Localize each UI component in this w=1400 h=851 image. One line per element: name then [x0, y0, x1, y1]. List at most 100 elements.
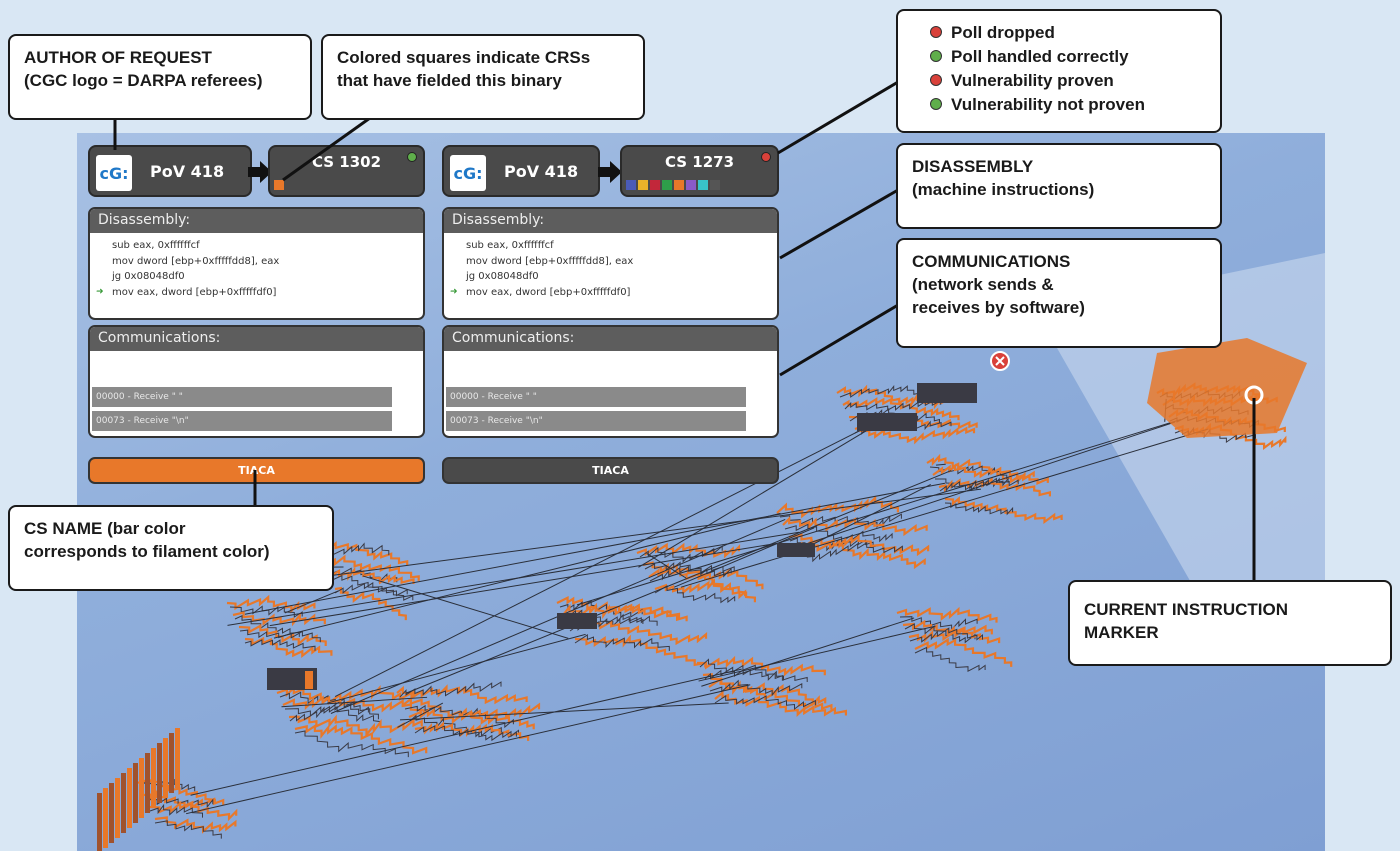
cs-box[interactable]: CS 1273: [620, 145, 779, 197]
cs-label: CS 1302: [311, 153, 382, 171]
disassembly-line[interactable]: jg 0x08048df0: [112, 271, 185, 282]
filament-path: [914, 637, 1013, 667]
disassembly-line[interactable]: sub eax, 0xffffffcf: [112, 240, 200, 251]
filament-path: [149, 803, 203, 818]
edge-line: [227, 531, 800, 626]
filament-stack: [139, 758, 144, 818]
filament-path: [932, 463, 1049, 485]
filament-stack: [175, 728, 180, 788]
edge-line: [576, 419, 1182, 606]
instruction-block: [305, 671, 313, 689]
disassembly-line[interactable]: mov dword [ebp+0xfffffdd8], eax: [466, 255, 634, 267]
crs-squares: [626, 180, 720, 190]
instruction-block: [917, 383, 977, 403]
edge-line: [244, 482, 946, 615]
filament-path: [229, 605, 303, 618]
filament-path: [294, 723, 428, 755]
communications-title: Communications:: [444, 327, 777, 351]
cgc-logo: cG:: [450, 155, 486, 191]
filament-path: [328, 566, 415, 585]
cs-box[interactable]: CS 1302: [268, 145, 425, 197]
crs-square: [674, 180, 684, 190]
filament-path: [844, 399, 942, 411]
legend-label: Vulnerability not proven: [951, 94, 1145, 114]
filament-stack: [133, 763, 138, 823]
disassembly-line[interactable]: sub eax, 0xffffffcf: [466, 240, 554, 251]
filament-path: [902, 619, 993, 637]
disassembly-line[interactable]: ➜mov eax, dword [ebp+0xfffffdf0]: [444, 285, 777, 301]
status-dot: [761, 152, 771, 162]
filament-path: [939, 477, 1009, 492]
communications-callout: COMMUNICATIONS (network sends & receives…: [896, 238, 1222, 348]
edge-line: [327, 633, 586, 704]
callout-line: CS NAME (bar color: [24, 519, 186, 538]
filament-path: [142, 789, 225, 811]
disassembly-callout: DISASSEMBLY (machine instructions): [896, 143, 1222, 229]
callout-line: AUTHOR OF REQUEST: [24, 48, 212, 67]
communications-title: Communications:: [90, 327, 423, 351]
legend-label: Poll handled correctly: [951, 46, 1129, 66]
filament-stack: [169, 733, 174, 793]
status-dot: [407, 152, 417, 162]
comm-row[interactable]: 00073 - Receive "\n": [92, 411, 392, 431]
cs-name-bar[interactable]: TIACA: [442, 457, 779, 484]
filament-path: [574, 633, 670, 651]
communications-section: Communications: 00000 - Receive " " 0007…: [88, 325, 425, 438]
filament-path: [709, 679, 803, 697]
callout-line: Colored squares indicate CRSs: [337, 48, 591, 67]
crs-square: [710, 180, 720, 190]
filament-stack: [115, 778, 120, 838]
edge-line: [334, 420, 879, 698]
arrow-right-icon: [598, 161, 622, 183]
filament-path: [276, 684, 415, 705]
filament-path: [232, 611, 326, 627]
filament-path: [316, 540, 409, 566]
legend-item: Poll dropped: [930, 20, 1206, 44]
communications-section: Communications: 00000 - Receive " " 0007…: [442, 325, 779, 438]
filament-path: [334, 586, 407, 621]
status-dot-icon: [930, 98, 942, 110]
filament-path: [414, 725, 517, 742]
edge-line: [701, 617, 915, 687]
crs-square: [650, 180, 660, 190]
cgc-logo: cG:: [96, 155, 132, 191]
cs-name-bar[interactable]: TIACA: [88, 457, 425, 484]
edge-line: [673, 527, 815, 588]
disassembly-line[interactable]: mov dword [ebp+0xfffffdd8], eax: [112, 255, 280, 267]
filament-path: [697, 655, 826, 677]
filament-stack: [109, 783, 114, 843]
cs-name-callout: CS NAME (bar color corresponds to filame…: [8, 505, 334, 591]
disassembly-section: Disassembly: sub eax, 0xffffffcf mov dwor…: [88, 207, 425, 320]
filament-stack: [127, 768, 132, 828]
filament-path: [896, 606, 998, 623]
callout-line: corresponds to filament color): [24, 542, 270, 561]
arrow-right-icon: [248, 161, 272, 183]
crs-square: [626, 180, 636, 190]
filament-path: [399, 681, 502, 698]
comm-row[interactable]: 00000 - Receive " ": [446, 387, 746, 407]
disassembly-line[interactable]: ➜mov eax, dword [ebp+0xfffffdf0]: [90, 285, 423, 301]
callout-line: DISASSEMBLY: [912, 157, 1034, 176]
pov-box[interactable]: cG: PoV 418: [442, 145, 600, 197]
legend-item: Poll handled correctly: [930, 44, 1206, 68]
filament-path: [408, 702, 541, 725]
disassembly-line[interactable]: jg 0x08048df0: [466, 271, 539, 282]
edge-line: [399, 702, 729, 721]
edge-line: [405, 470, 952, 694]
comm-row[interactable]: 00073 - Receive "\n": [446, 411, 746, 431]
filament-stack: [151, 748, 156, 808]
filament-path: [938, 477, 1051, 497]
disassembly-title: Disassembly:: [90, 209, 423, 233]
filament-path: [944, 496, 1063, 525]
crs-squares: [274, 180, 284, 190]
filament-path: [289, 700, 379, 722]
callout-line: MARKER: [1084, 623, 1159, 642]
legend-label: Poll dropped: [951, 22, 1055, 42]
callout-line: (machine instructions): [912, 180, 1095, 199]
legend-item: Vulnerability not proven: [930, 92, 1206, 116]
filament-path: [854, 425, 976, 445]
comm-row[interactable]: 00000 - Receive " ": [92, 387, 392, 407]
filament-path: [908, 627, 1001, 644]
pov-box[interactable]: cG: PoV 418: [88, 145, 252, 197]
